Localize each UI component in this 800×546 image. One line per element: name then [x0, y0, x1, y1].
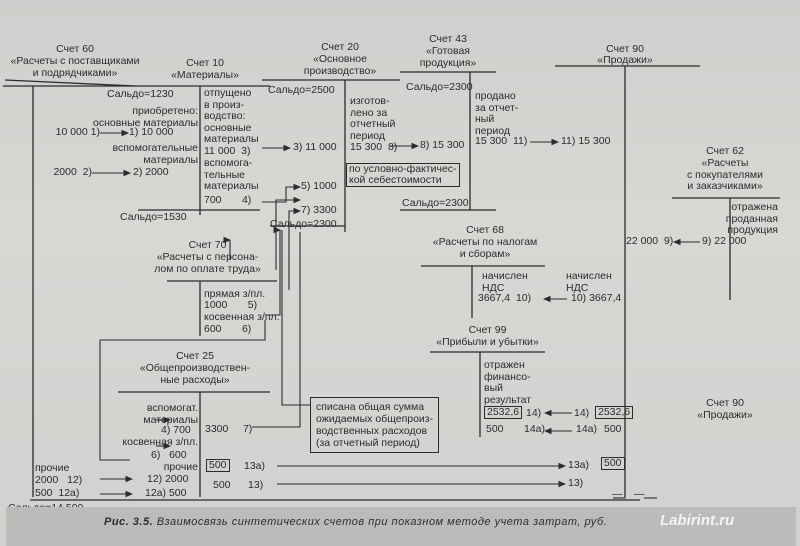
acct25-written-off-box: списана общая сумма ожидаемых общепроиз-… [310, 397, 440, 453]
acct25-credit-13a: 13а) [244, 460, 266, 472]
acct20-saldo-close: Сальдо=2300 [270, 218, 337, 230]
acct20-produced: изготов- лено за отчетный период [350, 95, 396, 142]
acct43-saldo-open: Сальдо=2300 [406, 81, 473, 93]
acct68-name: «Расчеты по налогам и сборам» [432, 236, 538, 260]
acct90-debit-14: 14) [574, 407, 590, 419]
acct90-title: Счет 90 [606, 43, 644, 55]
caption-band [6, 507, 796, 546]
acct10-auxiliary: вспомогательные материалы [112, 142, 198, 166]
acct70-credit-6: 600 6) [204, 323, 252, 335]
acct43-name: «Готовая продукция» [419, 45, 477, 69]
acct99-debit-14a-val: 500 [486, 423, 504, 435]
acct25-name: «Общепроизводствен- ные расходы» [139, 362, 251, 386]
acct90-debit-13a-box: 500 [601, 457, 625, 470]
acct10-acquired: приобретено: основные материалы [93, 105, 198, 129]
acct43-sold: продано за отчет- ный период [475, 90, 519, 137]
acct10-name: «Материалы» [171, 69, 239, 81]
acct90b-name: «Продажи» [697, 409, 753, 421]
acct25-debit-12: 12) 2000 [147, 473, 189, 485]
acct90-debit-13a: 13а) [568, 459, 590, 471]
acct90-credit-9: 22 000 9) [626, 235, 674, 247]
acct99-title: Счет 99 [468, 324, 507, 336]
acct10-debit-1: 1) 10 000 [129, 126, 174, 138]
figure-caption: Рис. 3.5. Взаимосвязь синтетических счет… [104, 516, 607, 528]
caption-prefix: Рис. 3.5. [104, 516, 154, 528]
acct43-debit-8: 8) 15 300 [420, 139, 465, 151]
acct90-debit-11: 11) 15 300 [561, 135, 611, 147]
acct10-saldo-close: Сальдо=1530 [120, 211, 187, 223]
acct68-charged-right: начислен НДС [566, 270, 612, 294]
acct25-credit-13a-box: 500 [206, 459, 230, 472]
acct99-debit-14a: 14а) [524, 423, 546, 435]
acct20-note-box: по условно-фактичес- кой себестоимости [346, 163, 460, 187]
acct90-dash: — — [612, 488, 645, 500]
acct10-credit-4: 700 4) [204, 194, 252, 206]
acct90-14a-label: 14а) [576, 423, 598, 435]
acct10-saldo-open: Сальдо=1230 [107, 88, 174, 100]
acct70-indirect: косвенная з/пл. [204, 311, 280, 323]
acct25-aux-mat: вспомогат. материалы [143, 402, 198, 426]
acct20-debit-5: 5) 1000 [301, 180, 337, 192]
acct20-name: «Основное производство» [303, 53, 377, 77]
acct90b-title: Счет 90 [706, 397, 744, 409]
acct60-title: Счет 60 [56, 43, 94, 55]
acct20-saldo-open: Сальдо=2500 [268, 84, 335, 96]
acct25-other: прочие [163, 461, 198, 473]
acct25-debit-12a: 12а) 500 [145, 487, 187, 499]
acct60-name: «Расчеты с поставщиками и подрядчиками» [10, 55, 140, 79]
acct62-debit-9: 9) 22 000 [702, 235, 747, 247]
acct25-credit-7: 3300 7) [205, 423, 253, 435]
acct43-title: Счет 43 [429, 33, 467, 45]
acct10-debit-2: 2) 2000 [133, 166, 169, 178]
other-left-12: 2000 12) [35, 474, 83, 486]
acct43-credit-11: 15 300 11) [475, 135, 528, 147]
acct10-credit-text: отпущено в произ- водство: основные мате… [204, 87, 259, 145]
watermark-logo: Labirint.ru [660, 512, 735, 529]
acct70-name: «Расчеты с персона- лом по оплате труда» [154, 251, 261, 275]
acct90-debit-14-box: 2532,6 [595, 406, 634, 419]
acct20-credit-8: 15 300 8) [350, 141, 398, 153]
acct62-reflected: отражена проданная продукция [725, 201, 778, 236]
acct99-name: «Прибыли и убытки» [436, 336, 539, 348]
acct68-title: Счет 68 [466, 224, 504, 236]
acct10-title: Счет 10 [186, 57, 224, 69]
acct90-debit-13: 13) [568, 477, 584, 489]
acct70-title: Счет 70 [188, 239, 227, 251]
acct25-debit-6: 6) 600 [151, 449, 187, 461]
other-left-label: прочие [35, 462, 70, 474]
acct90-debit-10: 10) 3667,4 [571, 292, 622, 304]
acct43-saldo-close: Сальдо=2300 [402, 197, 469, 209]
acct99-credit-14-box: 2532,6 [484, 406, 523, 419]
acct20-debit-3: 3) 11 000 [293, 141, 337, 153]
acct25-credit-13: 500 13) [213, 479, 264, 491]
other-left-12a: 500 12а) [35, 487, 80, 499]
acct25-indirect: косвенная з/пл. [122, 436, 198, 448]
acct62-name: «Расчеты с покупателями и заказчиками» [686, 157, 764, 192]
acct68-charged-left: начислен НДС [482, 270, 528, 294]
acct62-title: Счет 62 [706, 145, 744, 157]
acct90-credit-14a: 500 [604, 423, 622, 435]
acct99-credit-14: 14) [526, 407, 542, 419]
acct99-result-text: отражен финансо- вый результат [484, 359, 532, 406]
acct20-title: Счет 20 [321, 41, 359, 53]
acct90-name: «Продажи» [597, 54, 653, 66]
acct10-credit-3: 11 000 3) [204, 145, 251, 157]
acct25-title: Счет 25 [176, 350, 214, 362]
caption-text: Взаимосвязь синтетических счетов при пок… [153, 516, 608, 528]
acct20-debit-7: 7) 3300 [301, 204, 337, 216]
acct25-debit-4: 4) 700 [161, 424, 191, 436]
acct10-aux2: вспомога- тельные материалы [204, 157, 259, 192]
acct70-direct: прямая з/пл. [204, 288, 266, 300]
acct60-entry-1: 10 000 1) [55, 126, 100, 138]
acct68-credit-10: 3667,4 10) [478, 292, 532, 304]
acct70-credit-5: 1000 5) [204, 299, 258, 311]
acct60-entry-2: 2000 2) [53, 166, 92, 178]
